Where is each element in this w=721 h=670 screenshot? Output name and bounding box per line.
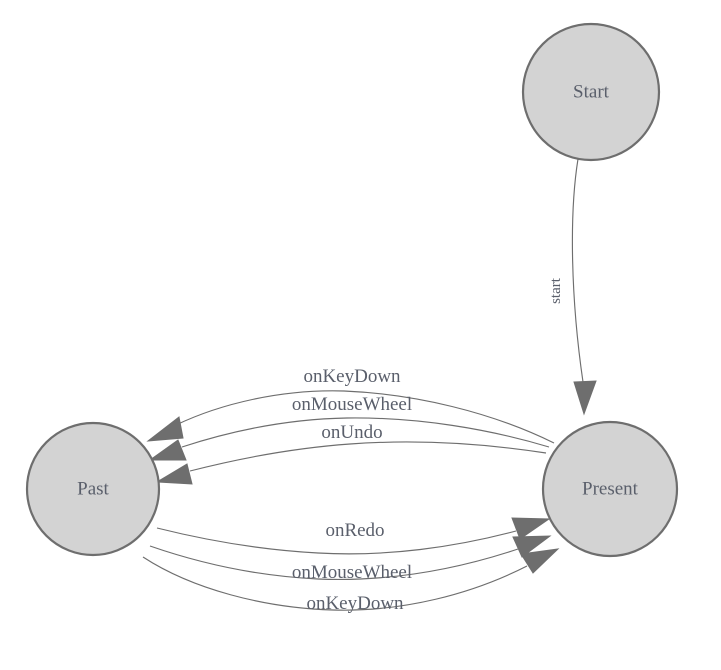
edge-present-to-past-onkeydown[interactable]: onKeyDown bbox=[146, 366, 555, 444]
edge-present-to-past-onundo[interactable]: onUndo bbox=[155, 422, 547, 485]
edge-past-to-present-onmousewheel-path bbox=[149, 545, 519, 580]
edge-past-to-present-onredo-label: onRedo bbox=[325, 520, 384, 541]
edge-past-to-present-onredo-path bbox=[156, 527, 517, 555]
edge-present-to-past-onmousewheel-path bbox=[181, 417, 550, 448]
edge-past-to-present-onkeydown-label: onKeyDown bbox=[306, 593, 404, 614]
edge-present-to-past-onmousewheel-arrowhead bbox=[148, 439, 187, 461]
edge-present-to-past-onundo-label: onUndo bbox=[321, 422, 382, 443]
edge-past-to-present-onkeydown-path bbox=[142, 556, 528, 611]
edge-present-to-past-onkeydown-path bbox=[175, 390, 555, 444]
node-present[interactable]: Present bbox=[541, 420, 679, 558]
edge-past-to-present-onmousewheel[interactable]: onMouseWheel bbox=[149, 535, 552, 583]
edge-past-to-present-onkeydown-arrowhead bbox=[520, 548, 560, 574]
node-start-label: Start bbox=[573, 81, 610, 102]
node-past-label: Past bbox=[77, 478, 109, 499]
edge-start-to-present[interactable]: start bbox=[548, 158, 597, 416]
edge-start-to-present-path bbox=[571, 158, 584, 383]
edge-start-to-present-arrowhead bbox=[573, 380, 597, 416]
edge-past-to-present-onredo-arrowhead bbox=[511, 517, 551, 540]
node-start-circle bbox=[521, 22, 661, 162]
edge-present-to-past-onkeydown-label: onKeyDown bbox=[303, 366, 401, 387]
edge-present-to-past-onundo-path bbox=[189, 441, 547, 472]
edge-start-to-present-label: start bbox=[548, 277, 564, 304]
node-present-label: Present bbox=[582, 478, 639, 499]
edge-present-to-past-onkeydown-arrowhead bbox=[146, 416, 184, 442]
edge-present-to-past-onmousewheel-label: onMouseWheel bbox=[292, 394, 412, 415]
edge-past-to-present-onmousewheel-arrowhead bbox=[512, 535, 552, 558]
edge-present-to-past-onundo-arrowhead bbox=[155, 463, 193, 485]
edge-present-to-past-onmousewheel[interactable]: onMouseWheel bbox=[148, 394, 550, 461]
node-past[interactable]: Past bbox=[25, 421, 161, 557]
edge-past-to-present-onredo[interactable]: onRedo bbox=[156, 517, 551, 555]
node-present-circle bbox=[541, 420, 679, 558]
edge-past-to-present-onmousewheel-label: onMouseWheel bbox=[292, 562, 412, 583]
edge-past-to-present-onkeydown[interactable]: onKeyDown bbox=[142, 548, 560, 614]
node-start[interactable]: Start bbox=[521, 22, 661, 162]
node-past-circle bbox=[25, 421, 161, 557]
